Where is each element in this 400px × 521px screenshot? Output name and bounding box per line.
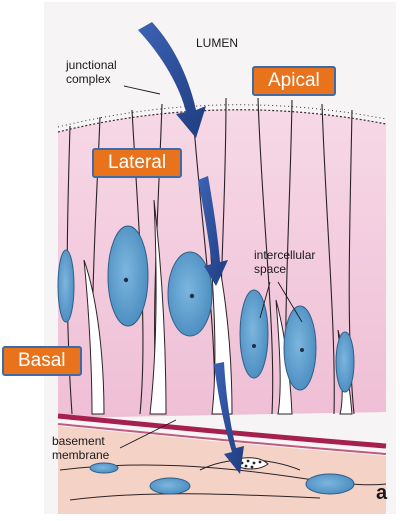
- intercellular-arrow: [198, 176, 228, 286]
- basal-arrow: [214, 362, 244, 474]
- panel-letter: a: [376, 482, 388, 504]
- microvilli-border: [57, 109, 387, 133]
- apical-tag: Apical: [252, 66, 336, 96]
- microvilli-tips: [57, 104, 387, 128]
- lumen-arrow: [138, 22, 206, 138]
- basement-membrane-inner: [57, 423, 387, 455]
- basement-membrane-line: [57, 413, 387, 449]
- lumen-label: LUMEN: [196, 36, 239, 50]
- junctional-complex-label-line1: junctional: [66, 58, 117, 72]
- leader-lines: [119, 85, 303, 449]
- connective-nuclei: [89, 462, 355, 495]
- lateral-tag: Lateral: [92, 148, 183, 178]
- intercellular-space-label-line2: space: [254, 262, 287, 276]
- connective-tissue: [58, 426, 386, 514]
- nuclei: [57, 225, 355, 393]
- basement-membrane-label-line1: basement: [52, 434, 105, 448]
- intercellular-space-label-line1: intercellular: [254, 248, 316, 262]
- junctional-complex-label-line2: complex: [66, 72, 111, 86]
- basal-tag: Basal: [2, 346, 82, 376]
- nucleoli: [123, 277, 304, 352]
- basement-membrane-label-line2: membrane: [52, 448, 110, 462]
